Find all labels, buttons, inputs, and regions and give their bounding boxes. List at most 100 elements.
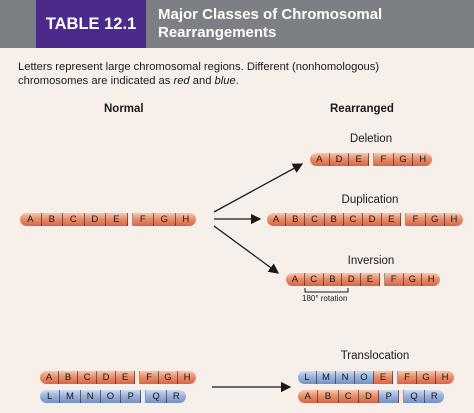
chromosome-region-n: N: [81, 390, 101, 403]
chromosome-region-b: B: [324, 273, 343, 286]
chromosome-region-h: H: [183, 372, 191, 383]
chromosome-region-g: G: [159, 371, 178, 384]
chromosome-region-p: P: [379, 390, 400, 403]
chromosome-region-r: R: [172, 391, 180, 402]
chromosome-region-c: C: [63, 213, 85, 226]
chromosome-region-a: A: [286, 273, 305, 286]
table-title-line1: Major Classes of Chromosomal: [158, 6, 383, 23]
chromosome-region-d: D: [97, 371, 116, 384]
table-title-line2: Rearrangements: [158, 24, 277, 41]
chromosome-region-g: G: [417, 371, 436, 384]
chromosome-region-r: R: [424, 390, 444, 403]
chromosome-region-h: H: [419, 154, 427, 165]
table-header: TABLE 12.1 Major Classes of Chromosomal …: [0, 0, 474, 48]
chromosome-region-e: E: [349, 153, 370, 166]
chromosome-region-e: E: [106, 213, 128, 226]
centromere: [399, 390, 405, 403]
chromosome-region-d: D: [363, 213, 383, 226]
chromosome-region-g: G: [426, 213, 445, 226]
centromere: [401, 213, 407, 226]
chromosome-region-a: A: [267, 213, 287, 226]
chromosome-region-b: B: [286, 213, 306, 226]
chromosome-region-l: L: [298, 371, 317, 384]
inversion-bracket: [304, 288, 349, 293]
chromosome-region-h: H: [436, 371, 454, 384]
chromosome-region-d: D: [85, 213, 106, 226]
chromosome-region-n: N: [336, 371, 355, 384]
centromere: [379, 273, 385, 286]
table-title: Major Classes of Chromosomal Rearrangeme…: [158, 6, 458, 42]
intro-text: Letters represent large chromosomal regi…: [18, 60, 468, 88]
chromosome-region-h: H: [182, 214, 190, 225]
rearranged-column-heading: Rearranged: [330, 103, 394, 115]
chromosome-region-c: C: [78, 371, 97, 384]
chromosome-region-d: D: [330, 153, 350, 166]
chromosome-region-a: A: [40, 371, 59, 384]
centromere: [127, 213, 133, 226]
chromosome-region-g: G: [404, 273, 423, 286]
chromosome-region-b: B: [325, 213, 344, 226]
chromosome-region-a: A: [298, 390, 319, 403]
chromosome-region-h: H: [450, 214, 458, 225]
intro-red-word: red: [173, 75, 190, 87]
chromosome-region-c: C: [305, 273, 324, 286]
intro-line2: chromosomes are indicated as: [18, 75, 174, 87]
chromosome-region-f: F: [140, 371, 159, 384]
chromosome-region-f: F: [374, 153, 394, 166]
chromosome-region-d: D: [359, 390, 380, 403]
chromosome-region-e: E: [361, 273, 380, 286]
chromosome-region-e: E: [382, 213, 402, 226]
chromosome-region-f: F: [385, 273, 404, 286]
chromosome-region-m: M: [317, 371, 336, 384]
intro-and: and: [189, 75, 215, 87]
centromere: [393, 371, 398, 384]
chromosome-region-b: B: [42, 213, 63, 226]
chromosome-region-o: O: [101, 390, 122, 403]
translocation-label: Translocation: [340, 350, 410, 362]
chromosome-region-c: C: [344, 213, 364, 226]
table-number-tag: TABLE 12.1: [36, 0, 146, 48]
inversion-rotation-note: 180° rotation: [302, 294, 348, 303]
centromere: [369, 153, 375, 166]
chromosome-region-f: F: [406, 213, 426, 226]
chromosome-region-b: B: [59, 371, 78, 384]
chromosome-region-g: G: [154, 213, 176, 226]
intro-line1: Letters represent large chromosomal regi…: [18, 61, 380, 73]
intro-period: .: [235, 75, 239, 87]
chromosome-region-l: L: [40, 390, 61, 403]
arrow-to-deletion: [213, 163, 304, 213]
centromere: [135, 371, 140, 384]
deletion-label: Deletion: [349, 133, 393, 145]
chromosome-region-c: C: [305, 213, 325, 226]
chromosome-region-a: A: [20, 213, 42, 226]
centromere: [141, 390, 147, 403]
chromosome-region-q: Q: [146, 390, 167, 403]
chromosome-region-g: G: [394, 153, 414, 166]
chromosome-region-p: P: [121, 390, 142, 403]
chromosome-region-c: C: [339, 390, 359, 403]
inversion-label: Inversion: [347, 255, 395, 267]
chromosome-region-d: D: [342, 273, 361, 286]
chromosome-region-q: Q: [404, 390, 425, 403]
chromosome-region-b: B: [318, 390, 339, 403]
intro-blue-word: blue: [214, 75, 236, 87]
chromosome-region-o: O: [355, 371, 374, 384]
chromosome-region-f: F: [133, 213, 154, 226]
chromosome-region-a: A: [310, 153, 330, 166]
duplication-label: Duplication: [341, 194, 399, 206]
chromosome-region-h: H: [427, 274, 435, 285]
arrow-to-inversion: [213, 225, 280, 274]
chromosome-region-e: E: [116, 371, 135, 384]
normal-column-heading: Normal: [104, 103, 144, 115]
chromosome-region-e: E: [374, 371, 393, 384]
chromosome-region-f: F: [398, 371, 417, 384]
